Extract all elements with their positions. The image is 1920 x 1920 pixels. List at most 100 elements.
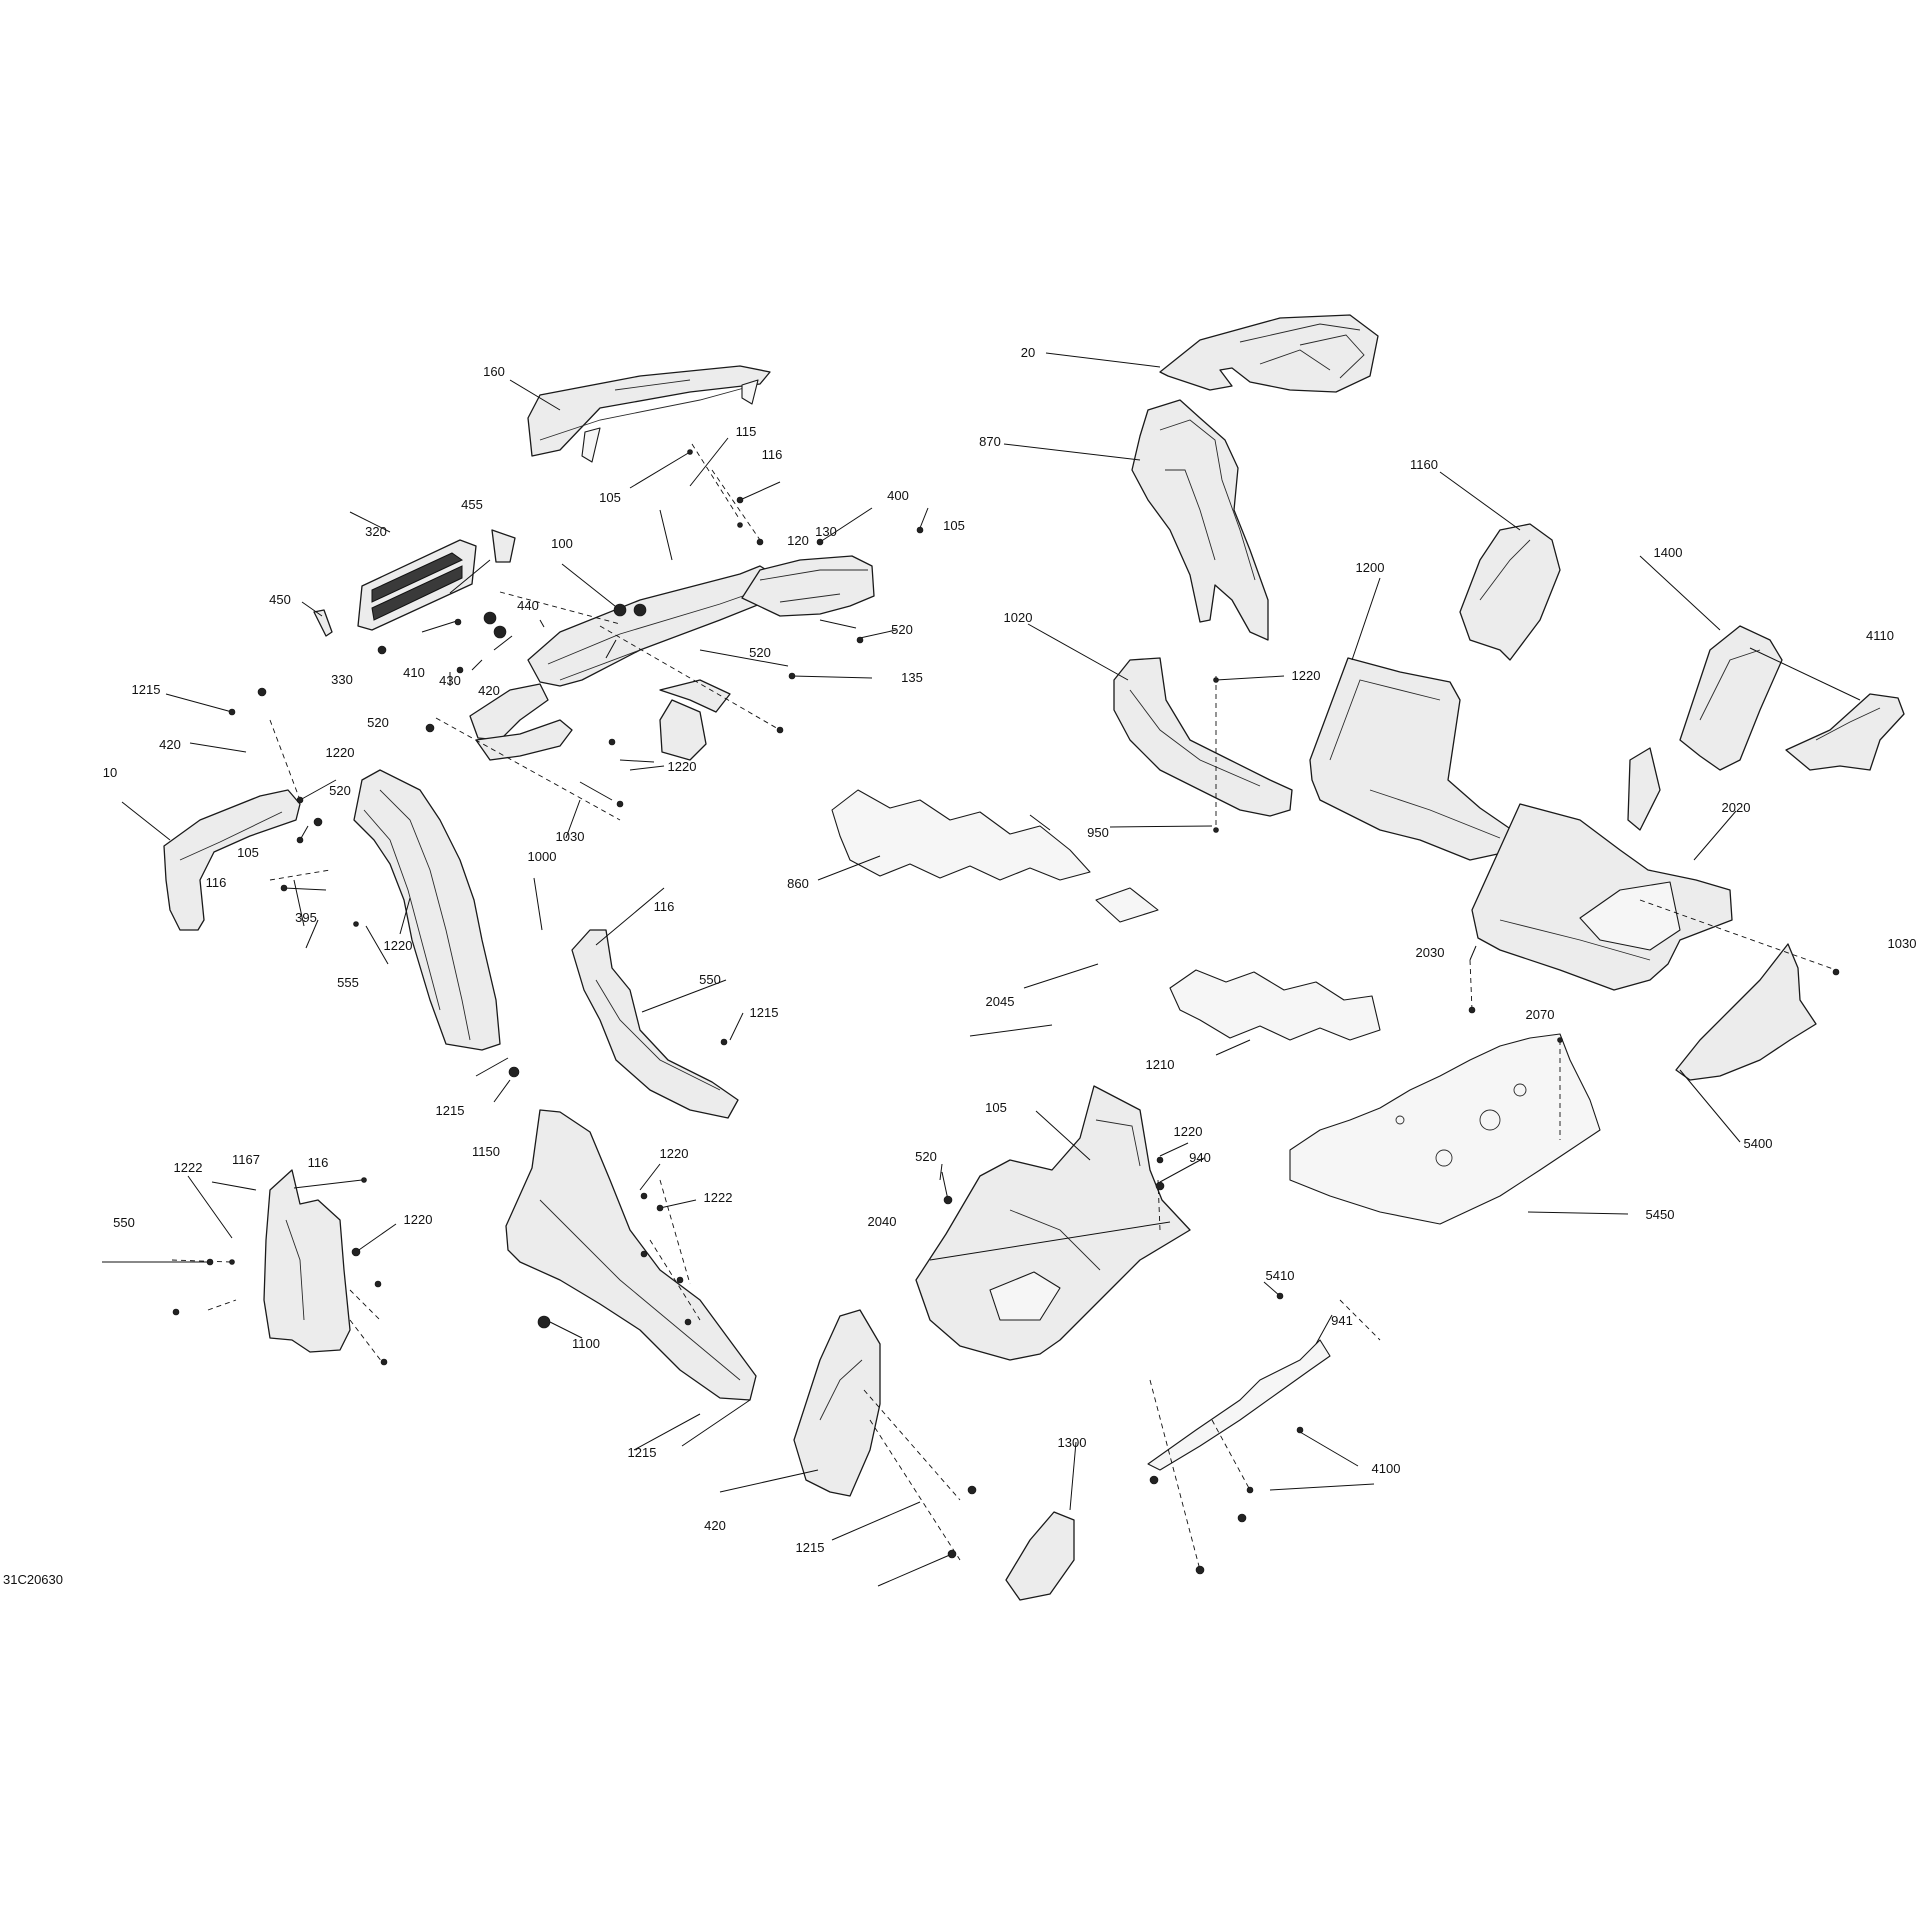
callout-100: 100 [551,536,573,551]
callout-116: 116 [761,447,783,462]
callout-520: 520 [749,645,771,660]
callout-1167: 116 [307,1155,329,1170]
part-5400-skid [1147,1339,1331,1471]
part-1160-panel [1459,523,1561,661]
fasteners [172,449,1840,1575]
callout-1215: 1030 [1887,936,1917,951]
part-2020-strip [831,789,1091,881]
part-4100-panel [1005,1511,1075,1601]
part-950-floor [1471,747,1733,991]
part-1100-rail [505,1109,757,1401]
callout-105: 1220 [1173,1124,1203,1139]
callout-116: 550 [699,972,721,987]
assembly-lines [171,443,1837,1571]
callout-5410: 941 [1331,1313,1353,1328]
part-10-fender [163,789,301,931]
callout-400: 400 [887,488,909,503]
part-1020-rail [1113,657,1293,817]
callout-4110: 4110 [1866,628,1894,643]
callout-520: 520 [329,783,351,798]
part-455-bracket [491,529,516,563]
callout-860: 1000 [527,849,557,864]
callout-120: 120 [787,533,809,548]
callout-1215: 1215 [131,682,161,697]
callout-10: 10 [102,765,118,780]
callout-870: 870 [979,434,1001,449]
callout-2070: 1210 [1145,1057,1175,1072]
callout-1210: 1215 [435,1103,465,1118]
callout-1020: 1020 [1003,610,1033,625]
callout-550: 555 [337,975,359,990]
callout-1160: 1160 [1410,457,1438,472]
part-1000-rail [571,929,739,1119]
part-100-front-frame [469,555,875,761]
callout-2030: 2045 [985,994,1015,1009]
callout-420: 1215 [795,1540,825,1555]
callout-1220: 1220 [325,745,355,760]
callout-130: 130 [815,524,837,539]
callout-430: 430 [439,673,461,688]
callout-1000: 116 [653,899,675,914]
callout-450: 450 [269,592,291,607]
callout-1030: 950 [1087,825,1109,840]
callout-20: 20 [1020,345,1036,360]
callout-1200: 1200 [1355,560,1385,575]
callout-2040: 5450 [1645,1207,1675,1222]
callout-2045: 2070 [1525,1007,1555,1022]
callout-5450: 5400 [1743,1136,1773,1151]
callout-520: 940 [1189,1150,1211,1165]
callout-520: 520 [367,715,389,730]
part-20-hood [1159,314,1379,393]
part-860-side-panel [353,769,501,1051]
part-5450-guard [1675,943,1817,1081]
part-320-grille [357,539,477,631]
callout-950: 2020 [1721,800,1751,815]
callout-440: 440 [517,598,539,613]
callout-4100: 1300 [1057,1435,1087,1450]
part-160-panel [527,365,771,463]
part-4110-panel [1785,693,1905,771]
callout-5400: 5410 [1265,1268,1295,1283]
callout-555: 1220 [383,938,413,953]
callout-2020: 860 [787,876,809,891]
figure-id: 31C20630 [3,1572,63,1587]
callout-160: 160 [483,364,505,379]
callout-135: 135 [901,670,923,685]
callout-1100: 1215 [627,1445,657,1460]
callout-520: 105 [237,845,259,860]
callout-1220: 1220 [1291,668,1321,683]
callout-115: 115 [735,424,757,439]
callout-1220: 550 [113,1215,135,1230]
callout-1220: 1030 [555,829,585,844]
callout-520: 520 [891,622,913,637]
callout-1222: 1220 [403,1212,433,1227]
callout-550: 105 [985,1100,1007,1115]
callout-105: 105 [599,490,621,505]
callout-105: 116 [205,875,227,890]
part-2040-plate [1289,1033,1601,1225]
callout-410: 410 [403,665,425,680]
callout-330: 330 [331,672,353,687]
callout-1222: 1220 [659,1146,689,1161]
callout-455: 455 [461,497,483,512]
callout-320: 320 [365,524,387,539]
callout-105: 105 [943,518,965,533]
part-1200-floor [1309,657,1517,861]
callout-116: 1222 [173,1160,203,1175]
part-2030-plate [1095,887,1159,923]
callout-1215: 1150 [472,1144,500,1159]
part-940-floor [915,1085,1191,1361]
callout-1220: 520 [915,1149,937,1164]
callout-420: 420 [159,737,181,752]
callout-1400: 1400 [1653,545,1683,560]
callout-1215: 4100 [1371,1461,1401,1476]
callout-940: 2040 [867,1214,897,1229]
callout-1220: 1222 [703,1190,733,1205]
leader-lines [102,352,1861,1587]
part-870-front-panel [1131,399,1269,641]
part-2070-strip [1169,969,1381,1041]
callout-1150: 1167 [232,1152,260,1167]
callout-1220: 1215 [749,1005,779,1020]
